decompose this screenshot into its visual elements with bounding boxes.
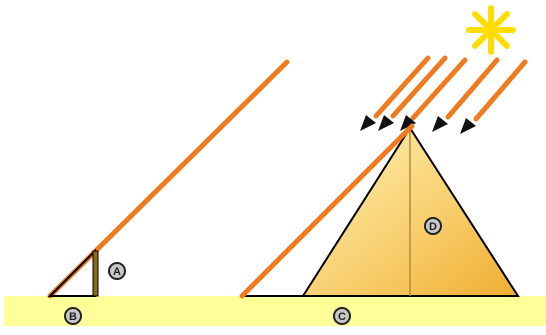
sun-ray	[445, 57, 500, 120]
sun-rays	[373, 55, 528, 122]
arrow-icon	[360, 115, 376, 131]
ground-strip	[4, 296, 546, 326]
marker-pyramid-shadow: C	[333, 307, 351, 325]
arrow-icon	[378, 115, 394, 131]
svg-text:C: C	[338, 311, 346, 323]
stick	[92, 250, 99, 297]
arrow-heads	[360, 115, 476, 134]
sun-ray	[373, 55, 431, 119]
svg-text:D: D	[429, 221, 437, 233]
sun-ray	[390, 55, 448, 119]
svg-text:A: A	[113, 266, 121, 278]
sun-icon	[466, 5, 516, 55]
svg-text:B: B	[69, 311, 77, 323]
sun-ray	[410, 57, 468, 121]
marker-pyramid-height: D	[424, 217, 442, 235]
sun-ray	[473, 59, 528, 122]
arrow-icon	[400, 115, 416, 131]
marker-stick-shadow: B	[64, 307, 82, 325]
marker-stick-height: A	[108, 262, 126, 280]
arrow-icon	[432, 116, 448, 132]
arrow-icon	[460, 118, 476, 134]
pyramid-shadow-ray	[239, 123, 415, 299]
stick-shadow-triangle	[47, 248, 96, 297]
